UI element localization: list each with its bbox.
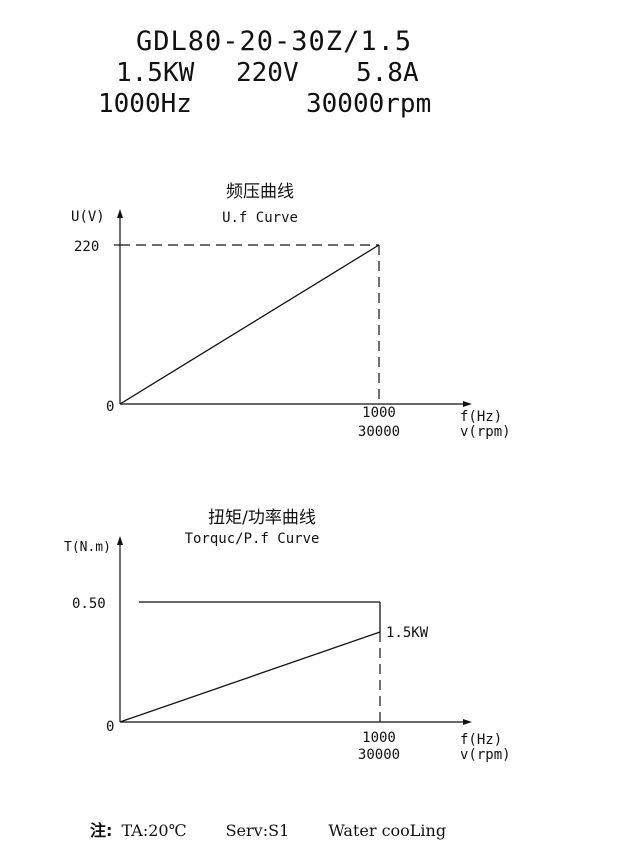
torque-chart: 扭矩/功率曲线 Torquc/P.f Curve T(N.m) 0.50 0 1… — [64, 508, 511, 763]
torque-x-arrow — [463, 719, 472, 725]
torque-x-label-rpm: v(rpm) — [460, 747, 511, 763]
uf-x-label-rpm: v(rpm) — [460, 424, 511, 440]
note-label: 注: — [90, 821, 113, 840]
torque-title-cn: 扭矩/功率曲线 — [208, 508, 316, 528]
speed-rating: 30000rpm — [306, 89, 432, 119]
uf-origin-label: 0 — [106, 399, 114, 415]
ambient-temperature: TA:20℃ — [121, 821, 187, 840]
torque-y-tick-label: 0.50 — [72, 596, 106, 612]
uf-y-tick-label: 220 — [74, 239, 99, 255]
current-rating: 5.8A — [356, 58, 419, 88]
uf-y-axis-label: U(V) — [71, 209, 105, 225]
power-line-label: 1.5KW — [386, 625, 429, 641]
torque-title-en: Torquc/P.f Curve — [185, 531, 320, 547]
uf-x-arrow — [463, 401, 472, 407]
uf-x-label-hz: f(Hz) — [460, 409, 502, 425]
torque-x-label-hz: f(Hz) — [460, 732, 502, 748]
torque-y-arrow — [117, 536, 123, 545]
cooling-method: Water cooLing — [328, 821, 447, 840]
frequency-rating: 1000Hz — [98, 89, 192, 119]
uf-title-cn: 频压曲线 — [226, 182, 294, 202]
service-duty: Serv:S1 — [225, 821, 290, 840]
uf-voltage-line — [119, 244, 380, 405]
uf-x-tick-rpm: 30000 — [358, 424, 400, 440]
uf-x-tick-hz: 1000 — [362, 405, 396, 421]
footer-note: 注: TA:20℃ Serv:S1 Water cooLing — [90, 817, 446, 841]
uf-title-en: U.f Curve — [222, 210, 298, 226]
uf-chart: 频压曲线 U.f Curve U(V) 220 0 1000 30000 f(H… — [71, 182, 511, 440]
model-number: GDL80-20-30Z/1.5 — [136, 26, 413, 57]
voltage-rating: 220V — [236, 58, 299, 88]
power-rating: 1.5KW — [116, 58, 195, 88]
torque-x-tick-hz: 1000 — [362, 730, 396, 746]
uf-y-arrow — [117, 209, 123, 218]
torque-y-axis-label: T(N.m) — [64, 540, 111, 555]
power-line — [119, 631, 381, 723]
torque-origin-label: 0 — [106, 719, 114, 735]
torque-x-tick-rpm: 30000 — [358, 747, 400, 763]
